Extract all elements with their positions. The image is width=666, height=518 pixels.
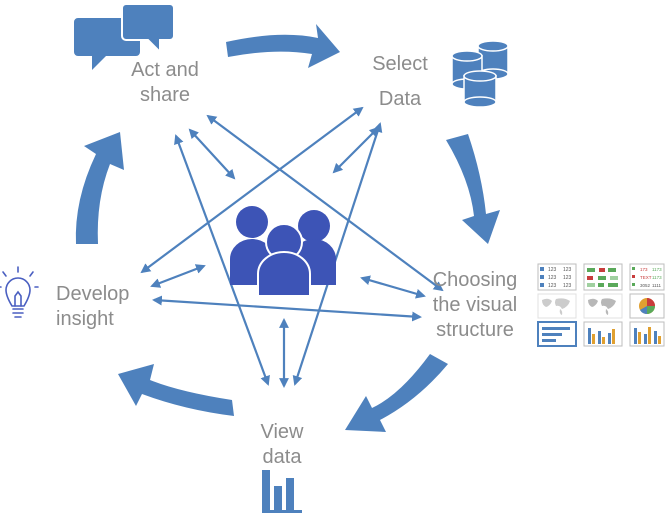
chart-thumbnails-icon: 123 123 123 123 123 123 173 1173 T [537,263,665,347]
thumb-table-cell: 123 [548,275,557,281]
thumb-table-cell: 1111 [652,283,662,288]
cycle-arrow-view-to-develop [118,364,234,416]
node-choosing-visual-structure: Choosing the visual structure [426,268,524,343]
connector-develop-center [150,264,206,288]
connector-act-center [188,128,236,180]
thumb-table-cell: 173 [640,267,648,272]
thumb-world-map [537,293,577,319]
thumb-pie-chart [629,293,665,319]
node-develop-insight: Develop insight [56,282,146,332]
thumb-table-cell: 123 [563,275,572,281]
connector-develop-choosing [152,295,422,322]
thumb-table-cell: TEXT [640,275,652,280]
thumb-table-cell: 123 [563,283,572,289]
cycle-arrow-select-to-choosing [446,134,500,244]
node-label-line: View [260,421,304,443]
user-group-icon [230,206,336,297]
node-label-line: Choosing [432,269,518,291]
node-label-line: Data [378,88,422,110]
thumb-table-cell: 3052 [640,283,651,288]
cycle-arrows [75,24,500,432]
node-view-data: View data [246,420,318,470]
cycle-arrow-act-to-select [226,24,340,68]
thumb-world-map-shaded [583,293,623,319]
thumb-stacked-bars [629,321,665,347]
thumb-heat-table [583,263,623,291]
node-label-line: Act and [131,59,199,81]
connector-choosing-center [360,275,426,299]
speech-bubbles-icon [74,3,175,70]
thumb-grouped-bars [583,321,623,347]
thumb-table-cell: 1173 [652,275,662,280]
thumb-table-cell: 123 [548,267,557,273]
node-label-line: insight [56,308,114,330]
thumb-horizontal-bars [537,321,577,347]
thumb-table-cell: 123 [563,267,572,273]
node-label-line: Select [372,53,428,75]
node-label-line: data [262,446,302,468]
cycle-arrow-choosing-to-view [345,354,448,432]
lightbulb-icon [0,266,39,318]
connector-select-center [332,126,380,174]
node-label-line: Develop [56,283,130,305]
cycle-arrow-develop-to-act [75,132,124,244]
node-label-line: structure [436,319,514,341]
connection-lines [140,106,444,388]
node-select-data: Select Data [360,52,440,112]
node-label-line: share [139,84,191,106]
thumb-table-cell: 1173 [652,267,662,272]
node-act-and-share: Act and share [122,58,208,108]
node-label-line: the visual [432,294,518,316]
thumb-table-cell: 123 [548,283,557,289]
thumb-text-table: 173 1173 TEXT 1173 3052 1111 [629,263,665,291]
thumb-table-numeric: 123 123 123 123 123 123 [537,263,577,291]
database-icon [451,40,509,108]
bar-chart-icon [262,470,302,513]
